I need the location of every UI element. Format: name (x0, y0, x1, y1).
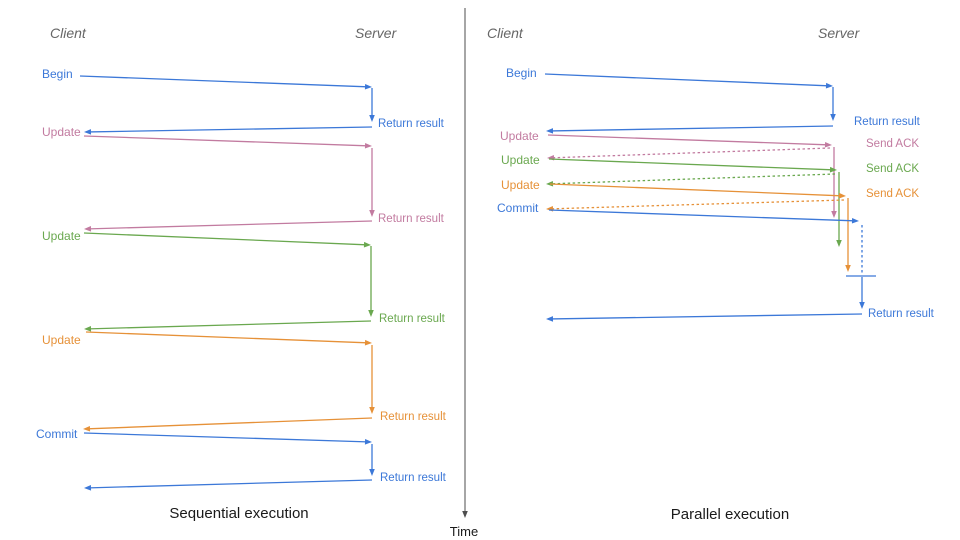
left-begin-label: Begin (42, 67, 73, 81)
left-return-result-5: Return result (380, 472, 447, 484)
right-commit-response (546, 313, 863, 322)
left-begin-response (84, 126, 373, 135)
right-send-ack-2: Send ACK (866, 163, 919, 175)
left-update-3-response (83, 417, 373, 432)
right-update-3-request (549, 183, 846, 199)
right-client-header: Client (487, 25, 524, 41)
right-begin-request (544, 73, 833, 89)
time-axis-label: Time (450, 524, 478, 539)
right-begin-label: Begin (506, 66, 537, 80)
right-update-3-ack (546, 199, 845, 212)
right-update-1-label: Update (500, 129, 539, 143)
right-begin-process (830, 87, 836, 121)
left-update-2-response (84, 320, 372, 332)
left-caption: Sequential execution (169, 505, 308, 522)
right-server-header: Server (818, 25, 861, 41)
left-update-3-label: Update (42, 333, 81, 347)
right-update-1-request (547, 134, 832, 148)
left-client-header: Client (50, 25, 87, 41)
right-return-result-top: Return result (854, 116, 921, 128)
right-update-3-label: Update (501, 178, 540, 192)
right-update-2-label: Update (501, 153, 540, 167)
right-update-2-request (548, 158, 837, 173)
left-update-3-request (85, 331, 372, 346)
right-commit-process (859, 277, 865, 309)
left-update-2-process (368, 246, 374, 317)
right-send-ack-1: Send ACK (866, 138, 919, 150)
timeline-axis (462, 8, 468, 518)
right-caption: Parallel execution (671, 506, 789, 523)
right-update-3-process (845, 198, 851, 272)
right-update-1-process (831, 147, 837, 218)
right-update-1-ack (547, 147, 831, 161)
left-update-2-request (83, 232, 371, 248)
right-return-result-bottom: Return result (868, 308, 935, 320)
left-return-result-4: Return result (380, 411, 447, 423)
right-begin-response (546, 125, 834, 134)
left-server-header: Server (355, 25, 398, 41)
left-update-1-response (84, 220, 373, 232)
left-commit-process (369, 444, 375, 476)
left-update-3-process (369, 345, 375, 414)
left-return-result-1: Return result (378, 118, 445, 130)
left-commit-label: Commit (36, 427, 78, 441)
right-commit-label: Commit (497, 201, 539, 215)
left-begin-request (79, 75, 372, 90)
left-update-1-request (83, 135, 372, 149)
right-send-ack-3: Send ACK (866, 188, 919, 200)
left-update-1-process (369, 148, 375, 217)
right-commit-request (548, 209, 859, 224)
left-update-2-label: Update (42, 229, 81, 243)
left-commit-response (84, 479, 373, 491)
right-update-2-ack (546, 173, 836, 187)
left-update-1-label: Update (42, 125, 81, 139)
left-begin-process (369, 88, 375, 122)
left-return-result-2: Return result (378, 213, 445, 225)
left-commit-request (83, 432, 372, 445)
left-return-result-3: Return result (379, 313, 446, 325)
right-update-2-process (836, 172, 842, 247)
